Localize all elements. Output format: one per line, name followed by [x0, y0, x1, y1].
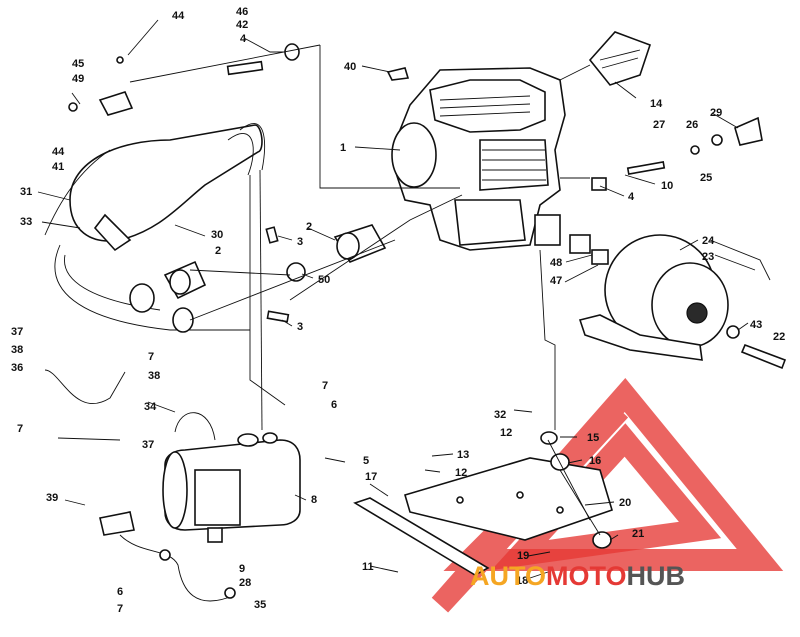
- right-hardware: [569, 116, 763, 265]
- callout-11: 11: [362, 561, 374, 573]
- callout-26: 26: [686, 119, 698, 131]
- callout-13: 13: [457, 449, 469, 461]
- oil-tank: [162, 432, 301, 543]
- callout-44: 44: [172, 10, 185, 22]
- callout-41: 41: [52, 161, 64, 173]
- clamp-wire: [44, 369, 126, 405]
- callout-7: 7: [322, 380, 328, 392]
- callout-12: 12: [500, 427, 512, 439]
- mounting-plate: [353, 457, 613, 576]
- callout-34: 34: [144, 401, 157, 413]
- callout-1: 1: [340, 142, 346, 154]
- callout-17: 17: [365, 471, 377, 483]
- callout-44: 44: [52, 146, 65, 158]
- top-hardware: [68, 43, 410, 116]
- callout-3: 3: [297, 236, 303, 248]
- callout-7: 7: [117, 603, 123, 615]
- callout-19: 19: [517, 550, 529, 562]
- engine-mounts: [540, 431, 612, 549]
- callout-24: 24: [702, 235, 715, 247]
- callout-37: 37: [11, 326, 23, 338]
- callout-42: 42: [236, 19, 248, 31]
- callout-labels: 44 46 42 4 40 45 49 44 41 1 14 29 27 26 …: [11, 6, 785, 615]
- callout-20: 20: [619, 497, 631, 509]
- callout-29: 29: [710, 107, 722, 119]
- watermark-moto: MOTO: [546, 561, 627, 591]
- callout-leaders: [37, 19, 749, 579]
- callout-47: 47: [550, 275, 562, 287]
- callout-22: 22: [773, 331, 785, 343]
- callout-25: 25: [700, 172, 712, 184]
- callout-46: 46: [236, 6, 248, 18]
- exhaust-flanges: [163, 224, 387, 323]
- expansion-chamber: [44, 123, 266, 333]
- callout-38: 38: [148, 370, 160, 382]
- callout-33: 33: [20, 216, 32, 228]
- callout-36: 36: [11, 362, 23, 374]
- oil-line: [174, 412, 216, 441]
- callout-38: 38: [11, 344, 23, 356]
- callout-4: 4: [628, 191, 635, 203]
- drive-clutch: [578, 234, 787, 370]
- callout-35: 35: [254, 599, 266, 611]
- callout-30: 30: [211, 229, 223, 241]
- callout-28: 28: [239, 577, 251, 589]
- callout-7: 7: [17, 423, 23, 435]
- assembly-lines: [129, 44, 601, 536]
- callout-48: 48: [550, 257, 562, 269]
- watermark-hub: HUB: [627, 561, 686, 591]
- callout-40: 40: [344, 61, 356, 73]
- callout-50: 50: [318, 274, 330, 286]
- callout-14: 14: [650, 98, 663, 110]
- callout-5: 5: [363, 455, 369, 467]
- callout-10: 10: [661, 180, 673, 192]
- callout-9: 9: [239, 563, 245, 575]
- callout-37: 37: [142, 439, 154, 451]
- callout-8: 8: [311, 494, 317, 506]
- callout-18: 18: [516, 575, 528, 587]
- head-cover: [588, 31, 652, 86]
- callout-15: 15: [587, 432, 599, 444]
- callout-49: 49: [72, 73, 84, 85]
- callout-32: 32: [494, 409, 506, 421]
- callout-27: 27: [653, 119, 665, 131]
- callout-2: 2: [215, 245, 221, 257]
- callout-23: 23: [702, 251, 714, 263]
- callout-7: 7: [148, 351, 154, 363]
- callout-39: 39: [46, 492, 58, 504]
- tank-bracket: [99, 511, 236, 602]
- engine-assembly: [391, 67, 566, 251]
- watermark-auto: AUTO: [470, 561, 546, 591]
- callout-4: 4: [240, 33, 247, 45]
- callout-21: 21: [632, 528, 644, 540]
- watermark-wordmark: AUTOMOTOHUB: [470, 561, 685, 591]
- svg-text:AUTOMOTOHUB: AUTOMOTOHUB: [470, 561, 685, 591]
- callout-6: 6: [117, 586, 123, 598]
- callout-31: 31: [20, 186, 32, 198]
- callout-45: 45: [72, 58, 84, 70]
- callout-12: 12: [455, 467, 467, 479]
- callout-6: 6: [331, 399, 337, 411]
- callout-3: 3: [297, 321, 303, 333]
- callout-43: 43: [750, 319, 762, 331]
- callout-16: 16: [589, 455, 601, 467]
- callout-2: 2: [306, 221, 312, 233]
